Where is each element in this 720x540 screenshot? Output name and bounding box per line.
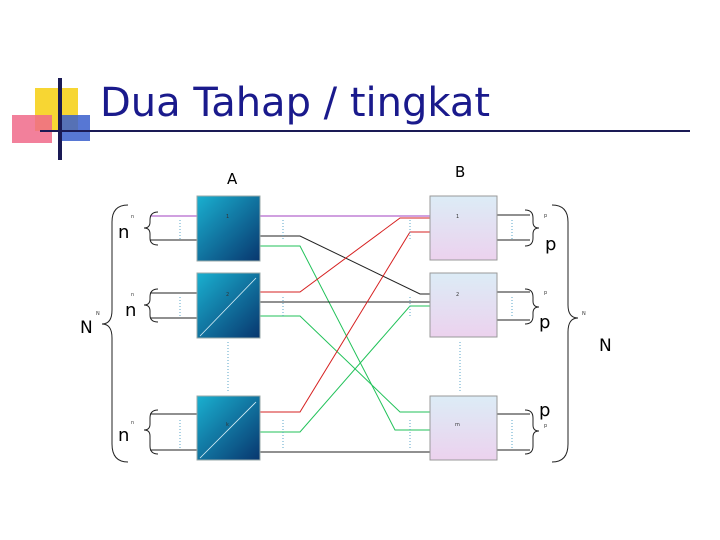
block-a2 — [196, 272, 261, 339]
left-N-tiny: N — [96, 311, 100, 317]
right-p-label-1: p — [545, 234, 557, 255]
slide-title: Dua Tahap / tingkat — [100, 80, 491, 126]
left-n-tiny-3: n — [131, 420, 135, 426]
block-a2-number: 2 — [226, 292, 230, 298]
right-p-tiny-3: p — [544, 423, 548, 429]
right-p-tiny-2: p — [544, 290, 548, 296]
interconnect-wires — [260, 215, 430, 453]
left-small-braces — [143, 211, 159, 455]
stage-b-label: B — [455, 163, 466, 181]
right-N-tiny: N — [582, 311, 586, 317]
logo-pink-square — [12, 115, 52, 143]
stage-a-blocks — [196, 195, 261, 461]
stage-b-blocks — [429, 195, 498, 461]
right-small-braces — [524, 209, 540, 455]
block-ak — [196, 395, 261, 461]
block-b2 — [429, 272, 498, 338]
wire-ak-b2 — [260, 305, 430, 433]
block-bm-number: m — [455, 422, 460, 428]
title-underline — [40, 130, 690, 132]
left-n-tiny-2: n — [131, 292, 135, 298]
logo-vertical-bar — [58, 78, 62, 160]
block-a1-number: 1 — [226, 214, 230, 220]
block-b1-number: 1 — [456, 214, 460, 220]
wire-a2-bm — [260, 315, 430, 413]
a-input-lines — [150, 215, 197, 451]
block-b1 — [429, 195, 498, 261]
right-p-tiny-1: p — [544, 213, 548, 219]
wire-a1-b2 — [260, 235, 430, 295]
right-big-brace — [551, 204, 579, 463]
right-N-label: N — [599, 336, 612, 356]
left-big-brace — [101, 204, 129, 463]
right-p-label-2: p — [539, 312, 551, 333]
wire-a2-b1 — [260, 217, 430, 293]
b-output-lines — [497, 214, 530, 451]
right-p-label-3: p — [539, 400, 551, 421]
wire-ak-b1 — [260, 231, 430, 413]
block-a1 — [196, 195, 261, 262]
left-n-label-1: n — [118, 222, 130, 243]
block-b2-number: 2 — [456, 292, 460, 298]
wire-a1-bm — [260, 245, 430, 431]
left-n-label-3: n — [118, 425, 130, 446]
left-n-label-2: n — [125, 300, 137, 321]
left-n-tiny-1: n — [131, 214, 135, 220]
block-ak-number: k — [226, 422, 229, 428]
block-bm — [429, 395, 498, 461]
left-N-label: N — [80, 318, 93, 338]
stage-a-label: A — [227, 170, 238, 188]
dotted-fans — [179, 220, 513, 448]
logo-blue-square — [60, 115, 90, 141]
